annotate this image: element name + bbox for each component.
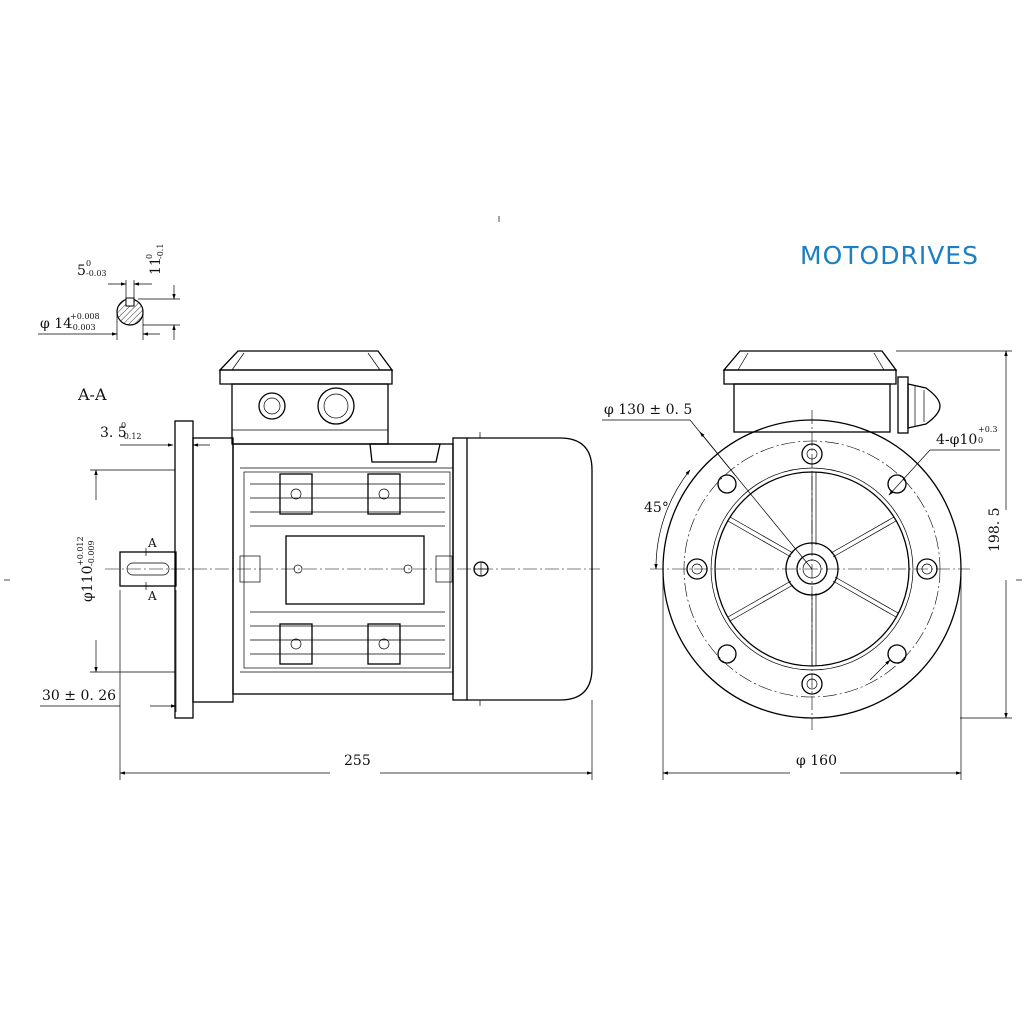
overall-length-dim: 255: [344, 753, 371, 769]
shaft-key-detail: [38, 280, 180, 340]
motor-side-view: [105, 350, 600, 719]
shaft-length-dim: 30 ± 0. 26: [42, 688, 116, 704]
holes-tol-lower: 0: [978, 436, 983, 445]
shaft-dia-dim: φ 14: [40, 316, 72, 332]
key-depth-dim: 11: [148, 257, 164, 275]
holes-dim: 4-φ10: [936, 432, 977, 448]
key-width-dim: 5: [77, 263, 86, 279]
spigot-dia-tol-lower: -0.009: [87, 540, 96, 566]
spigot-dia-dim: φ110: [80, 565, 96, 602]
height-dim: 198. 5: [987, 507, 1003, 552]
motor-front-view: [650, 350, 970, 730]
holes-tol-upper: +0.3: [978, 425, 997, 434]
section-marker-top: A: [147, 536, 157, 550]
side-view-dim-lines: [40, 443, 593, 780]
spigot-dia-tol-upper: +0.012: [76, 536, 85, 566]
brand-logo: MOTODRIVES: [800, 241, 979, 270]
flange-thickness-dim: 3. 5: [100, 425, 127, 441]
shaft-dia-tol-upper: +0.008: [70, 312, 100, 321]
front-view-dim-lines: [602, 350, 1012, 780]
angle-dim: 45°: [644, 500, 669, 516]
flange-thickness-tol-lower: -0.12: [121, 432, 142, 441]
flange-thickness-tol-upper: 0: [121, 421, 126, 430]
key-depth-tol-lower: -0.1: [156, 244, 165, 259]
flange-dia-dim: φ 160: [796, 753, 837, 769]
shaft-dia-tol-lower: -0.003: [70, 323, 96, 332]
key-depth-tol-upper: 0: [145, 254, 154, 259]
pcd-dim: φ 130 ± 0. 5: [604, 402, 692, 418]
section-label: A-A: [77, 385, 107, 404]
key-width-tol-upper: 0: [86, 259, 91, 268]
section-marker-bottom: A: [147, 589, 157, 603]
key-width-tol-lower: -0.03: [86, 269, 107, 278]
